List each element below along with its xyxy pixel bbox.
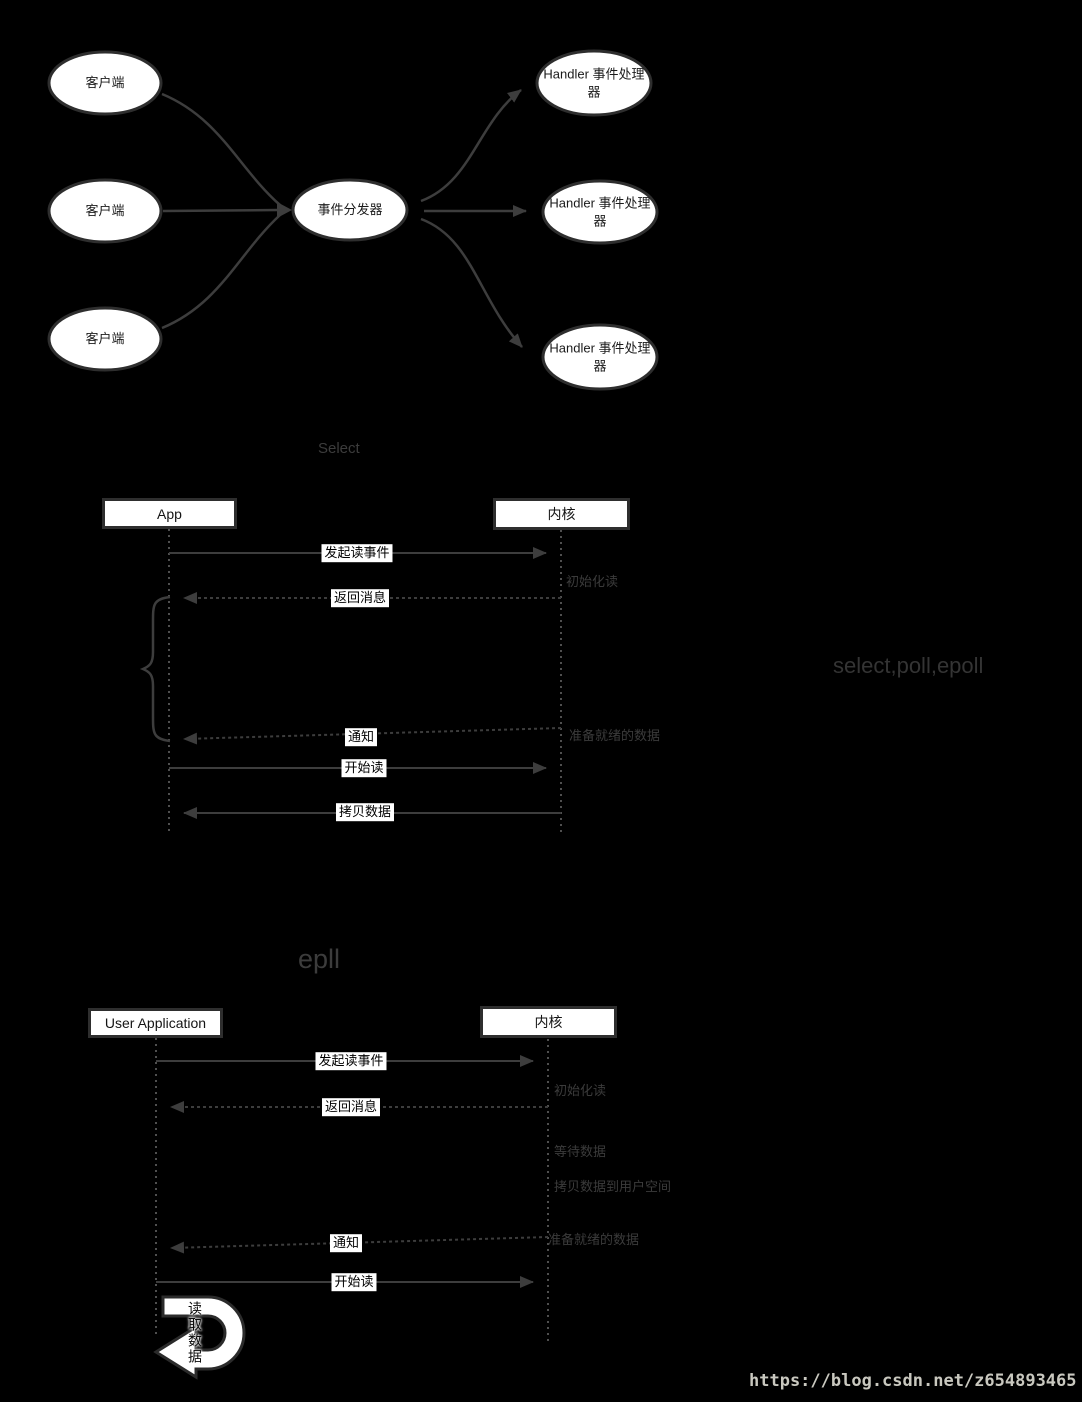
handler2-ellipse (541, 179, 659, 245)
select-msg-read-event: 发起读事件 (321, 544, 393, 562)
select-diagram-title: Select (318, 440, 360, 457)
dispatcher-to-handler3-curve (420, 217, 523, 348)
read-data-loop-label: 读取数据 (187, 1301, 203, 1365)
dispatcher-ellipse (291, 178, 409, 242)
client2-label: 客户端 (85, 203, 125, 219)
select-kernel-actor-box: 内核 (493, 498, 630, 530)
epoll-note-init-read: 初始化读 (554, 1083, 607, 1098)
handler2-label: Handler 事件处理器 (549, 195, 651, 228)
select-poll-epoll-label: select,poll,epoll (833, 653, 984, 678)
epoll-kernel-actor-box: 内核 (480, 1006, 617, 1038)
handler1-label: Handler 事件处理器 (543, 66, 645, 99)
client2-to-dispatcher-line (162, 208, 279, 213)
select-note-init-read: 初始化读 (566, 574, 619, 589)
epoll-msg-notify: 通知 (329, 1234, 363, 1252)
handler1-ellipse (535, 49, 653, 117)
epoll-userapp-actor-box: User Application (88, 1008, 223, 1038)
epoll-msg-start-read: 开始读 (331, 1273, 377, 1291)
select-app-actor-box: App (102, 498, 237, 529)
handler3-ellipse (541, 323, 659, 391)
reactor-connectors (161, 88, 527, 348)
read-data-loop-arrow-icon (153, 1295, 246, 1380)
select-wait-brace (139, 595, 171, 743)
select-msg-start-read: 开始读 (341, 759, 387, 777)
epoll-note-copy-to-user: 拷贝数据到用户空间 (554, 1179, 672, 1194)
client1-to-dispatcher-curve (161, 92, 281, 206)
select-msg-copy-data: 拷贝数据 (335, 803, 395, 821)
select-lifelines (168, 529, 562, 833)
client2-ellipse (47, 178, 163, 244)
client3-ellipse (47, 306, 163, 372)
reactor-nodes (47, 49, 659, 391)
watermark-url: https://blog.csdn.net/z654893465 (749, 1371, 1077, 1391)
client3-label: 客户端 (85, 331, 125, 347)
epoll-diagram-title: epll (298, 944, 341, 974)
dispatcher-to-handler1-curve (420, 88, 522, 203)
handler3-label: Handler 事件处理器 (549, 340, 651, 373)
epoll-lifelines (155, 1038, 549, 1341)
epoll-note-wait-data: 等待数据 (554, 1144, 607, 1159)
epoll-msg-read-event: 发起读事件 (315, 1052, 387, 1070)
client1-label: 客户端 (85, 75, 125, 91)
client3-to-dispatcher-curve (161, 214, 281, 330)
dispatcher-label: 事件分发器 (317, 202, 383, 218)
select-note-ready-data: 准备就绪的数据 (569, 728, 661, 743)
select-msg-notify: 通知 (344, 728, 378, 746)
epoll-note-ready-data: 准备就绪的数据 (548, 1232, 640, 1247)
dispatcher-in-arrowhead-icon (277, 202, 292, 218)
client1-ellipse (47, 50, 163, 116)
epoll-msg-return: 返回消息 (321, 1098, 381, 1116)
select-msg-return: 返回消息 (330, 589, 390, 607)
